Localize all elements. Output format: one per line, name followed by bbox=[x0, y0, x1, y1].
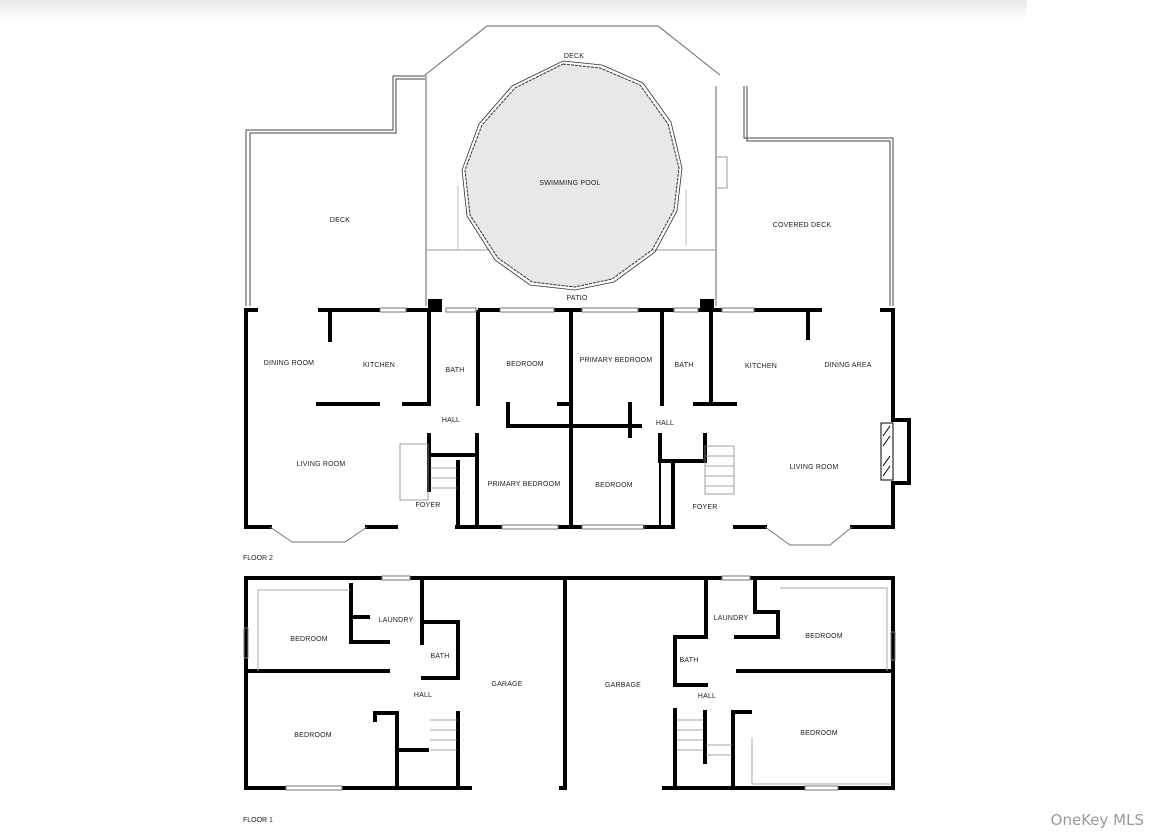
label-hall-right-f1: HALL bbox=[698, 693, 716, 700]
floor2-label: FLOOR 2 bbox=[243, 555, 273, 562]
chimney-block-left bbox=[428, 299, 442, 309]
floor1-windows bbox=[243, 575, 896, 791]
floor2-walls bbox=[244, 308, 911, 529]
outdoor-area bbox=[245, 25, 894, 306]
label-deck-top: DECK bbox=[564, 53, 584, 60]
label-laundry-left: LAUNDRY bbox=[379, 617, 414, 624]
label-bedroom-bottom: BEDROOM bbox=[595, 482, 633, 489]
label-bedroom-top: BEDROOM bbox=[506, 361, 544, 368]
top-shadow-bar bbox=[0, 0, 1027, 22]
label-living-room-right: LIVING ROOM bbox=[790, 464, 839, 471]
watermark: OneKey MLS bbox=[1050, 811, 1144, 829]
floor1-label: FLOOR 1 bbox=[243, 817, 273, 824]
label-hall-left-f2: HALL bbox=[442, 417, 460, 424]
label-bedroom-left-top: BEDROOM bbox=[290, 636, 328, 643]
label-bedroom-left-bottom: BEDROOM bbox=[294, 732, 332, 739]
label-garage-right: GARBAGE bbox=[605, 682, 641, 689]
label-bath-left-f2: BATH bbox=[446, 367, 465, 374]
fireplace bbox=[880, 422, 894, 481]
label-laundry-right: LAUNDRY bbox=[714, 615, 749, 622]
floor2-windows bbox=[269, 307, 853, 546]
label-bedroom-right-top: BEDROOM bbox=[805, 633, 843, 640]
label-swimming-pool: SWIMMING POOL bbox=[539, 180, 600, 187]
label-patio: PATIO bbox=[567, 295, 588, 302]
floor1-walls bbox=[244, 576, 895, 790]
label-living-room-left: LIVING ROOM bbox=[297, 461, 346, 468]
label-bath-right-f1: BATH bbox=[680, 657, 699, 664]
label-primary-bedroom-bottom: PRIMARY BEDROOM bbox=[488, 481, 561, 488]
label-kitchen-right: KITCHEN bbox=[745, 363, 777, 370]
label-garage-left: GARAGE bbox=[491, 681, 522, 688]
label-bedroom-right-bottom: BEDROOM bbox=[800, 730, 838, 737]
label-covered-deck: COVERED DECK bbox=[773, 222, 832, 229]
swimming-pool bbox=[461, 60, 683, 291]
label-foyer-right: FOYER bbox=[692, 504, 717, 511]
label-deck-left: DECK bbox=[330, 217, 350, 224]
label-dining-room: DINING ROOM bbox=[264, 360, 314, 367]
label-hall-right-f2: HALL bbox=[656, 420, 674, 427]
label-hall-left-f1: HALL bbox=[414, 692, 432, 699]
label-foyer-left: FOYER bbox=[415, 502, 440, 509]
label-dining-area: DINING AREA bbox=[824, 362, 871, 369]
floor2-stairs bbox=[399, 443, 735, 501]
label-primary-bedroom-top: PRIMARY BEDROOM bbox=[580, 357, 653, 364]
chimney-block-right bbox=[700, 299, 714, 309]
label-bath-left-f1: BATH bbox=[431, 653, 450, 660]
label-kitchen-left: KITCHEN bbox=[363, 362, 395, 369]
floor1-stairs bbox=[430, 719, 732, 756]
label-bath-right-f2: BATH bbox=[675, 362, 694, 369]
